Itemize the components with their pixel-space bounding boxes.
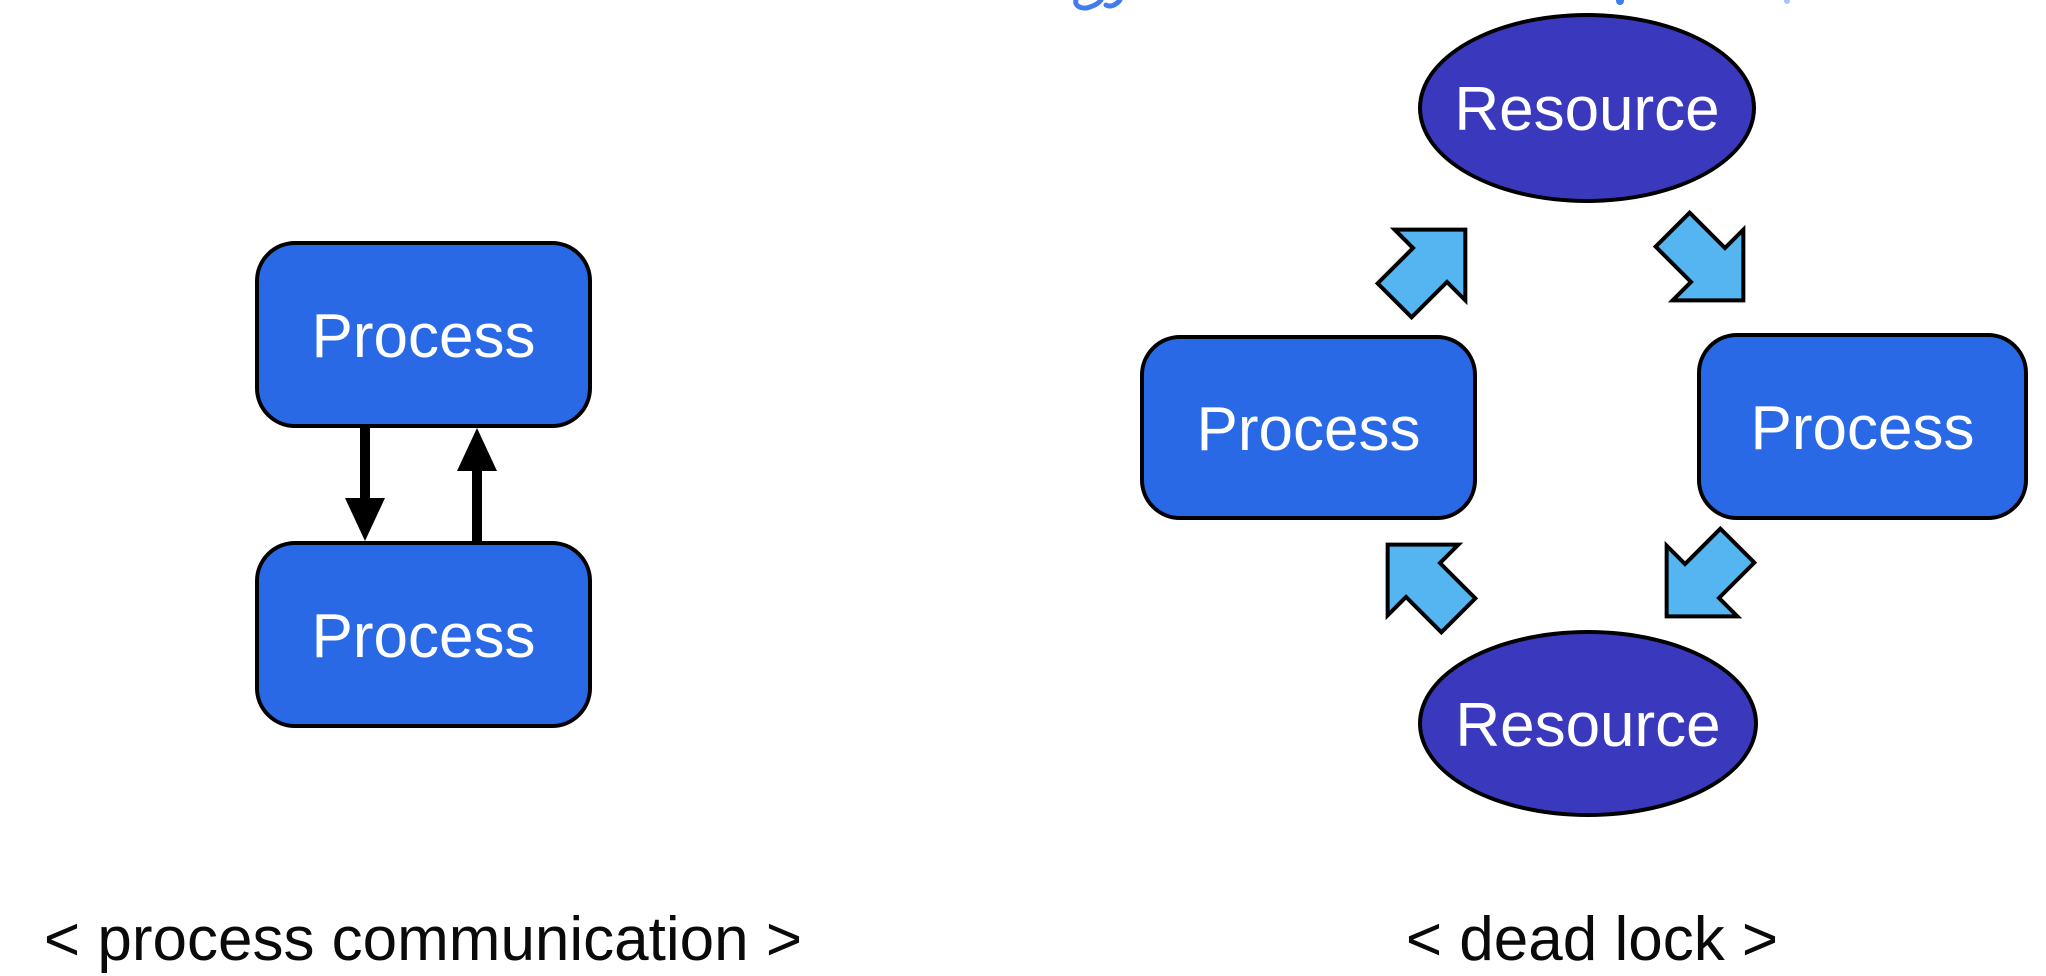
cropped-text-fragment <box>1072 0 1124 11</box>
process-node-right: Process <box>1697 333 2028 520</box>
process-node-bottom: Process <box>255 541 592 728</box>
left-diagram-caption: < process communication > <box>43 905 803 974</box>
block-arrow-northeast-icon <box>1374 227 1468 321</box>
arrow-down-icon <box>345 428 385 541</box>
resource-node-top: Resource <box>1418 13 1756 203</box>
process-node-top: Process <box>255 241 592 428</box>
block-arrow-southeast-icon <box>1652 209 1746 303</box>
arrow-up-icon <box>457 428 497 541</box>
process-node-label: Process <box>311 301 536 371</box>
cropped-text-fragment <box>1784 0 1790 4</box>
resource-node-bottom: Resource <box>1418 630 1758 817</box>
right-diagram-caption: < dead lock > <box>1405 905 1779 974</box>
resource-node-label: Resource <box>1455 690 1721 760</box>
process-node-label: Process <box>311 601 536 671</box>
block-arrow-northwest-icon <box>1385 542 1479 636</box>
process-node-label: Process <box>1196 394 1421 464</box>
block-arrow-southwest-icon <box>1664 525 1758 619</box>
process-node-label: Process <box>1750 393 1975 463</box>
resource-node-label: Resource <box>1454 75 1720 144</box>
process-node-left: Process <box>1140 335 1477 520</box>
cropped-text-fragment <box>1616 0 1624 5</box>
